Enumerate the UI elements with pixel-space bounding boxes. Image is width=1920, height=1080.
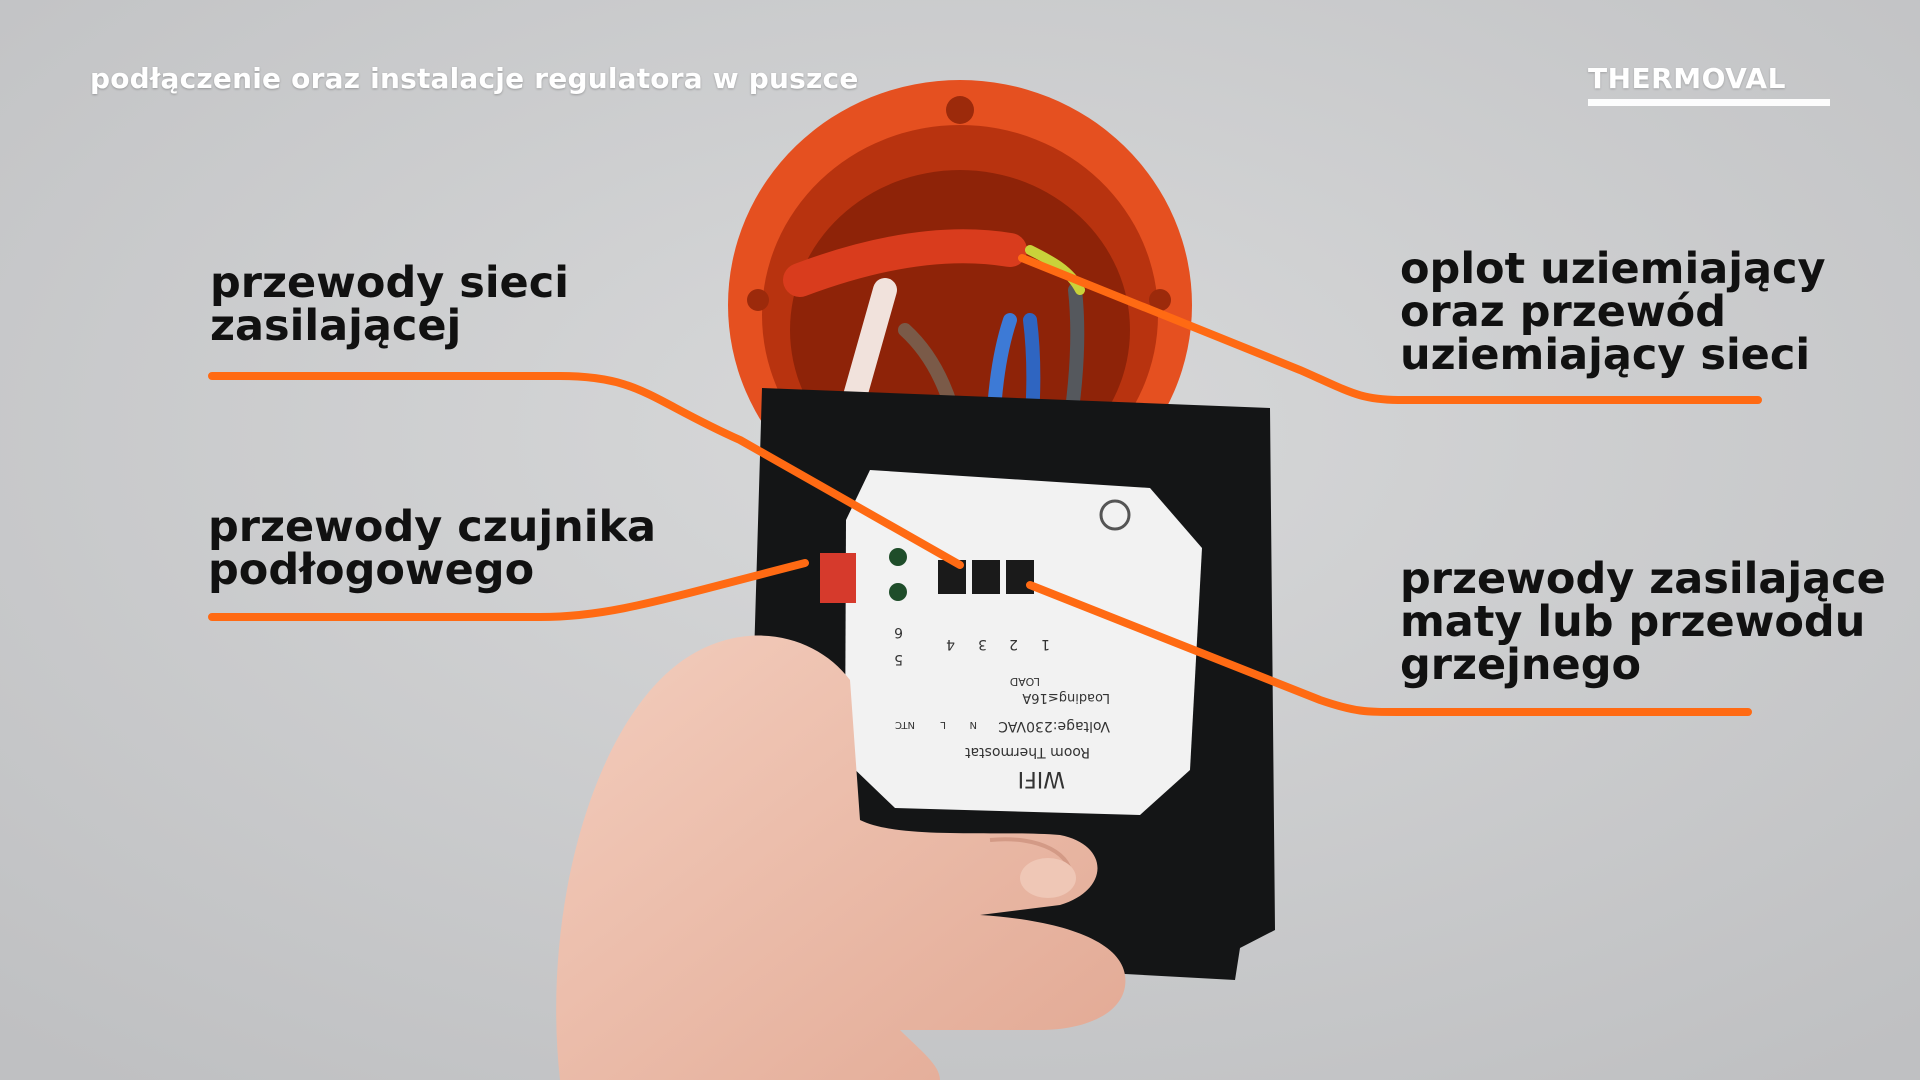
- label-grounding-wires: oplot uziemiający oraz przewód uziemiają…: [1400, 248, 1826, 377]
- label-ground-line1: oplot uziemiający: [1400, 244, 1826, 294]
- terminal-5: 5: [894, 651, 903, 667]
- device-l-label: L: [940, 719, 946, 730]
- brand-logo-underline: [1588, 99, 1830, 106]
- line-power: [208, 372, 964, 569]
- line-ground: [1018, 254, 1762, 404]
- video-title: podłączenie oraz instalacje regulatora w…: [90, 62, 859, 95]
- label-power-supply-wires: przewody sieci zasilającej: [210, 262, 569, 348]
- device-loading-label: Loading≤16A: [1022, 690, 1110, 705]
- brand-logo-text: THERMOVAL: [1588, 62, 1786, 95]
- terminal-2: 2: [1009, 636, 1018, 652]
- label-heating-line2: maty lub przewodu: [1400, 597, 1866, 647]
- terminal-3: 3: [978, 636, 987, 652]
- line-heating: [1026, 581, 1752, 716]
- device-model-label: Room Thermostat: [965, 744, 1090, 760]
- label-power-line2: zasilającej: [210, 301, 462, 351]
- label-ground-line2: oraz przewód: [1400, 287, 1726, 337]
- terminal-1: 1: [1041, 636, 1050, 652]
- line-sensor: [208, 559, 809, 621]
- label-heating-mat-wires: przewody zasilające maty lub przewodu gr…: [1400, 558, 1886, 687]
- label-heating-line3: grzejnego: [1400, 640, 1642, 690]
- label-sensor-line2: podłogowego: [208, 545, 535, 595]
- device-wifi-label: WIFI: [1018, 766, 1065, 791]
- thermostat-body: [820, 470, 1202, 815]
- terminal-6: 6: [894, 624, 903, 640]
- label-sensor-line1: przewody czujnika: [208, 502, 657, 552]
- device-load-label: LOAD: [1010, 675, 1040, 688]
- label-power-line1: przewody sieci: [210, 258, 569, 308]
- terminal-4: 4: [946, 636, 955, 652]
- brand-logo: THERMOVAL: [1588, 62, 1830, 106]
- label-floor-sensor-wires: przewody czujnika podłogowego: [208, 506, 656, 592]
- annotation-lines: [208, 254, 1762, 716]
- device-voltage-label: Voltage:230VAC: [998, 718, 1110, 734]
- device-n-label: N: [970, 719, 977, 730]
- label-heating-line1: przewody zasilające: [1400, 554, 1886, 604]
- label-ground-line3: uziemiający sieci: [1400, 330, 1811, 380]
- device-ntc-label: NTC: [895, 719, 915, 730]
- device-printing: WIFI Room Thermostat Voltage:230VAC Load…: [894, 624, 1110, 791]
- hand: [556, 635, 1126, 1080]
